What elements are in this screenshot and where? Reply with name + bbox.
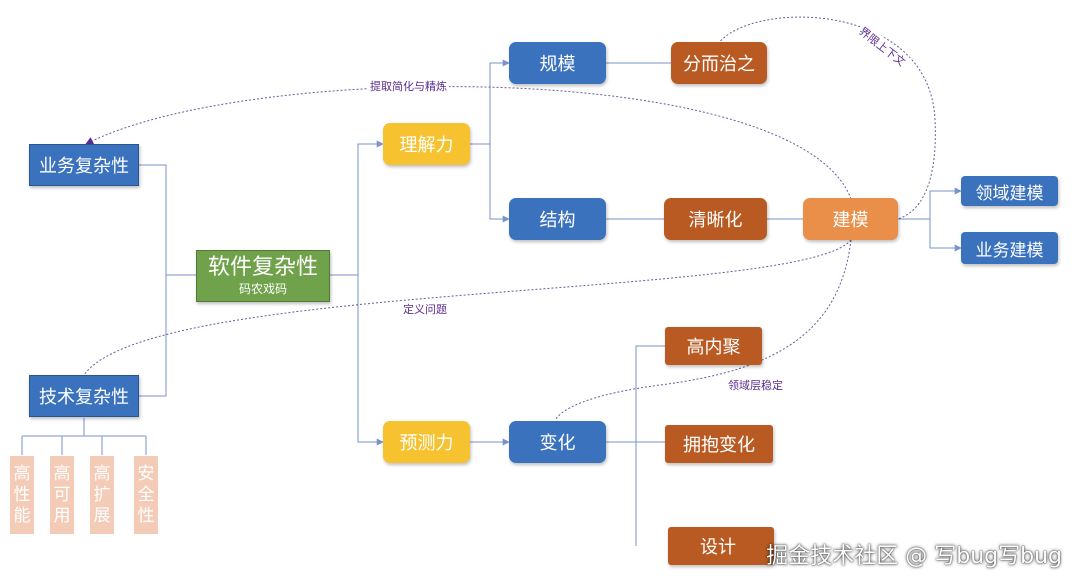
watermark-text: 掘金技术社区 @ 写bug写bug [766, 544, 1062, 569]
modeling-node: 建模 [803, 198, 898, 240]
annotation-define-problem: 定义问题 [401, 301, 449, 317]
understanding-node: 理解力 [383, 123, 470, 165]
business-complexity-label: 业务复杂性 [39, 156, 129, 177]
structure-node: 结构 [509, 198, 606, 240]
connector-tech-to-software [139, 275, 167, 397]
tech-attribute-char: 性 [13, 484, 31, 505]
scale-node: 规模 [509, 42, 606, 84]
design-node: 设计 [668, 527, 774, 565]
software-complexity-node: 软件复杂性 码农戏码 [196, 250, 330, 302]
connector-change-to-cohesion [606, 345, 665, 443]
annotation-extract: 提取简化与精炼 [368, 78, 449, 94]
tech-complexity-label: 技术复杂性 [39, 387, 129, 408]
structure-label: 结构 [539, 210, 576, 231]
divide-conquer-node: 分而治之 [671, 42, 767, 84]
connector-modeling-to-domain [898, 187, 962, 220]
tech-attribute-char: 全 [137, 484, 155, 505]
embrace-change-label: 拥抱变化 [683, 435, 755, 456]
clarity-node: 清晰化 [664, 198, 767, 240]
scale-label: 规模 [539, 54, 576, 75]
embrace-change-node: 拥抱变化 [665, 425, 773, 463]
domain-modeling-node: 领域建模 [961, 176, 1058, 206]
business-modeling-node: 业务建模 [961, 232, 1058, 264]
connector-tech-to-attributes [21, 418, 147, 455]
annotation-domain-layer: 领域层稳定 [726, 377, 785, 393]
tech-attribute-item: 高可用 [50, 456, 74, 534]
design-label: 设计 [700, 537, 736, 558]
connector-understanding-to-scale [470, 59, 510, 145]
software-complexity-title: 软件复杂性 [207, 255, 318, 280]
connector-software-to-prediction [357, 275, 384, 446]
connector-modeling-to-business [929, 219, 962, 252]
clarity-label: 清晰化 [688, 210, 743, 231]
tech-attribute-char: 用 [53, 505, 71, 526]
tech-attribute-item: 高扩展 [90, 456, 114, 534]
business-complexity-node: 业务复杂性 [29, 144, 139, 186]
tech-attribute-item: 高性能 [10, 456, 34, 534]
divide-conquer-label: 分而治之 [683, 54, 755, 75]
tech-attribute-char: 高 [13, 463, 31, 484]
tech-attribute-text: 高可用 [54, 464, 71, 527]
tech-attribute-char: 高 [53, 463, 71, 484]
connector-understanding-to-structure [489, 144, 510, 223]
dashed-define-problem-curve [83, 239, 852, 376]
modeling-label: 建模 [832, 210, 869, 231]
business-modeling-label: 业务建模 [975, 240, 1044, 261]
dashed-bounded-context-curve [717, 16, 936, 220]
tech-complexity-node: 技术复杂性 [29, 375, 139, 417]
tech-attribute-item: 安全性 [134, 456, 158, 534]
tech-attribute-char: 性 [137, 505, 155, 526]
software-complexity-subtitle: 码农戏码 [238, 282, 287, 296]
tech-attribute-char: 高 [93, 463, 111, 484]
high-cohesion-node: 高内聚 [665, 327, 762, 365]
tech-attribute-char: 展 [93, 505, 111, 526]
tech-attribute-text: 高扩展 [94, 464, 111, 527]
domain-modeling-label: 领域建模 [975, 183, 1044, 204]
high-cohesion-label: 高内聚 [686, 337, 741, 358]
tech-attribute-text: 高性能 [14, 464, 31, 527]
tech-attribute-char: 扩 [93, 484, 111, 505]
change-label: 变化 [539, 433, 576, 454]
connector-software-to-understanding [330, 140, 384, 276]
tech-attribute-char: 可 [53, 484, 71, 505]
tech-attribute-char: 安 [137, 463, 155, 484]
dashed-extract-curve [85, 86, 852, 200]
change-node: 变化 [509, 421, 606, 463]
prediction-label: 预测力 [399, 433, 454, 454]
prediction-node: 预测力 [383, 421, 470, 463]
understanding-label: 理解力 [399, 135, 454, 156]
connector-business-to-software [139, 164, 196, 276]
tech-attribute-text: 安全性 [138, 464, 155, 527]
tech-attribute-char: 能 [13, 505, 31, 526]
